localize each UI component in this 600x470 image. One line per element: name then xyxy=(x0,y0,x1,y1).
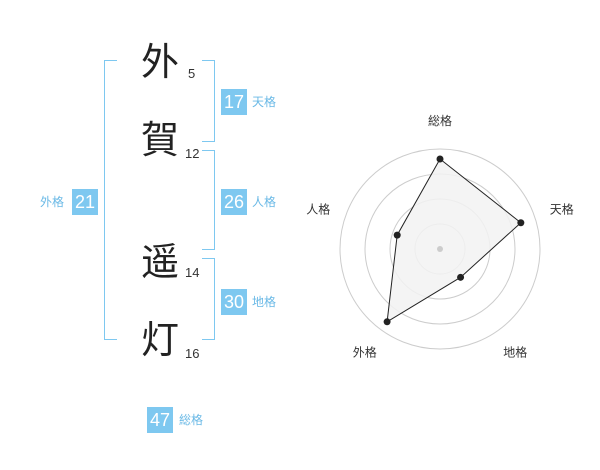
radar-point-2 xyxy=(457,273,465,281)
radar-points xyxy=(383,155,525,326)
radar-point-3 xyxy=(383,318,391,326)
radar-axis-label-2: 地格 xyxy=(503,345,527,360)
name-char-3: 遥 xyxy=(141,240,180,284)
jinkaku-value-badge: 26 xyxy=(221,189,247,215)
gaikaku-label: 外格 xyxy=(40,195,65,209)
chikaku-value-badge: 30 xyxy=(221,289,247,315)
chikaku-bracket xyxy=(202,258,215,340)
radar-point-0 xyxy=(436,155,444,163)
radar-point-4 xyxy=(393,231,401,239)
tenkaku-value-badge: 17 xyxy=(221,89,247,115)
radar-area xyxy=(386,158,522,323)
radar-axis-label-0: 総格 xyxy=(428,113,452,128)
name-char-2: 賀 xyxy=(141,118,180,162)
radar-center-dot xyxy=(437,246,443,252)
jinkaku-bracket xyxy=(202,150,215,250)
chikaku-label: 地格 xyxy=(252,295,277,309)
soukaku-value-badge: 47 xyxy=(147,407,173,433)
soukaku-label: 総格 xyxy=(179,413,204,427)
gaikaku-value-badge: 21 xyxy=(72,189,98,215)
tenkaku-label: 天格 xyxy=(252,95,277,109)
stroke-count-4: 16 xyxy=(185,346,200,361)
stroke-count-3: 14 xyxy=(185,265,200,280)
stroke-count-1: 5 xyxy=(188,66,196,81)
radar-axis-label-4: 人格 xyxy=(306,201,330,216)
gaikaku-bracket xyxy=(104,60,117,340)
name-char-1: 外 xyxy=(141,40,180,84)
radar-ring-4 xyxy=(339,148,541,350)
jinkaku-label: 人格 xyxy=(252,195,277,209)
radar-axis-label-3: 外格 xyxy=(353,345,377,360)
stroke-count-2: 12 xyxy=(185,146,200,161)
tenkaku-bracket xyxy=(202,60,215,142)
radar-point-1 xyxy=(517,219,525,227)
radar-axis-label-1: 天格 xyxy=(550,201,574,216)
name-char-4: 灯 xyxy=(141,318,180,362)
